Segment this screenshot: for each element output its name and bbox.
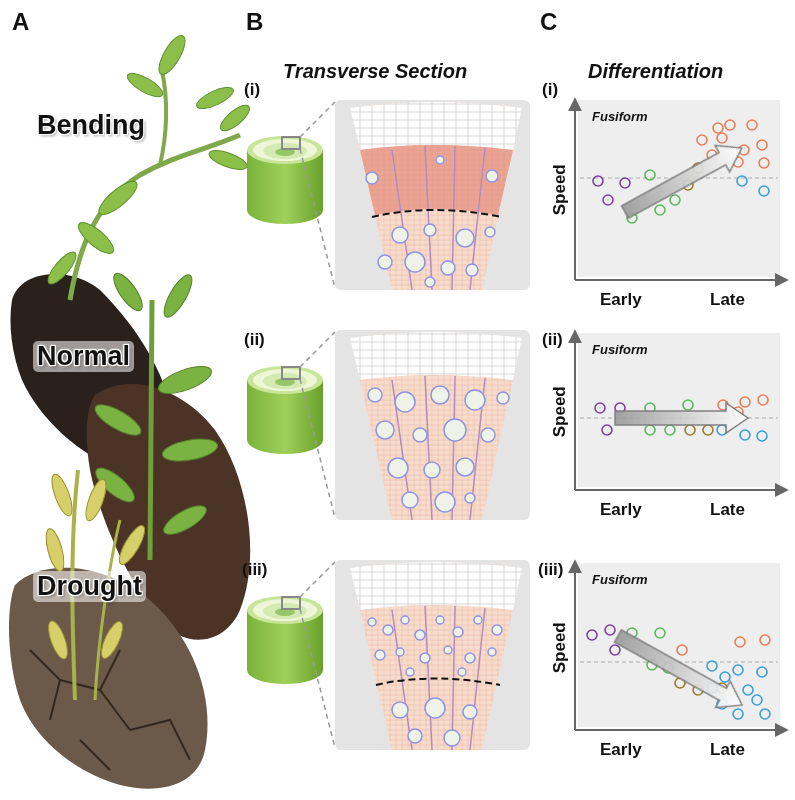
row-number: (i) bbox=[244, 80, 260, 100]
panel-heading: Differentiation bbox=[588, 60, 723, 83]
plots bbox=[575, 100, 786, 730]
bending-plant bbox=[44, 32, 254, 300]
cell-type-label: Fusiform bbox=[578, 333, 648, 357]
condition-label: Normal bbox=[33, 341, 134, 372]
soil bbox=[9, 274, 250, 789]
axis-title: Speed bbox=[550, 386, 570, 437]
row-number: (ii) bbox=[244, 330, 265, 350]
cell-type-label: Fusiform bbox=[578, 563, 648, 587]
condition-label: Bending bbox=[33, 110, 149, 141]
axis-tick: Late bbox=[710, 740, 745, 760]
plot-panel: Fusiform bbox=[578, 563, 780, 727]
row-number: (iii) bbox=[538, 560, 564, 580]
axis-title: Speed bbox=[550, 164, 570, 215]
axis-title: Speed bbox=[550, 622, 570, 673]
transverse-sections bbox=[335, 100, 530, 750]
plot-panel: Fusiform bbox=[578, 333, 780, 487]
plot-panel: Fusiform bbox=[578, 100, 780, 277]
row-number: (i) bbox=[542, 80, 558, 100]
stem-cylinders bbox=[247, 102, 335, 748]
axis-tick: Early bbox=[600, 740, 642, 760]
axis-tick: Early bbox=[600, 290, 642, 310]
panel-letter: A bbox=[12, 8, 29, 36]
axis-tick: Late bbox=[710, 290, 745, 310]
panel-heading: Transverse Section bbox=[283, 60, 467, 83]
panel-letter: C bbox=[540, 8, 557, 36]
row-number: (ii) bbox=[542, 330, 563, 350]
row-number: (iii) bbox=[242, 560, 268, 580]
condition-label: Drought bbox=[33, 571, 146, 602]
axis-tick: Early bbox=[600, 500, 642, 520]
axis-tick: Late bbox=[710, 500, 745, 520]
panel-letter: B bbox=[246, 8, 263, 36]
normal-plant bbox=[91, 269, 219, 560]
cell-type-label: Fusiform bbox=[578, 100, 648, 124]
